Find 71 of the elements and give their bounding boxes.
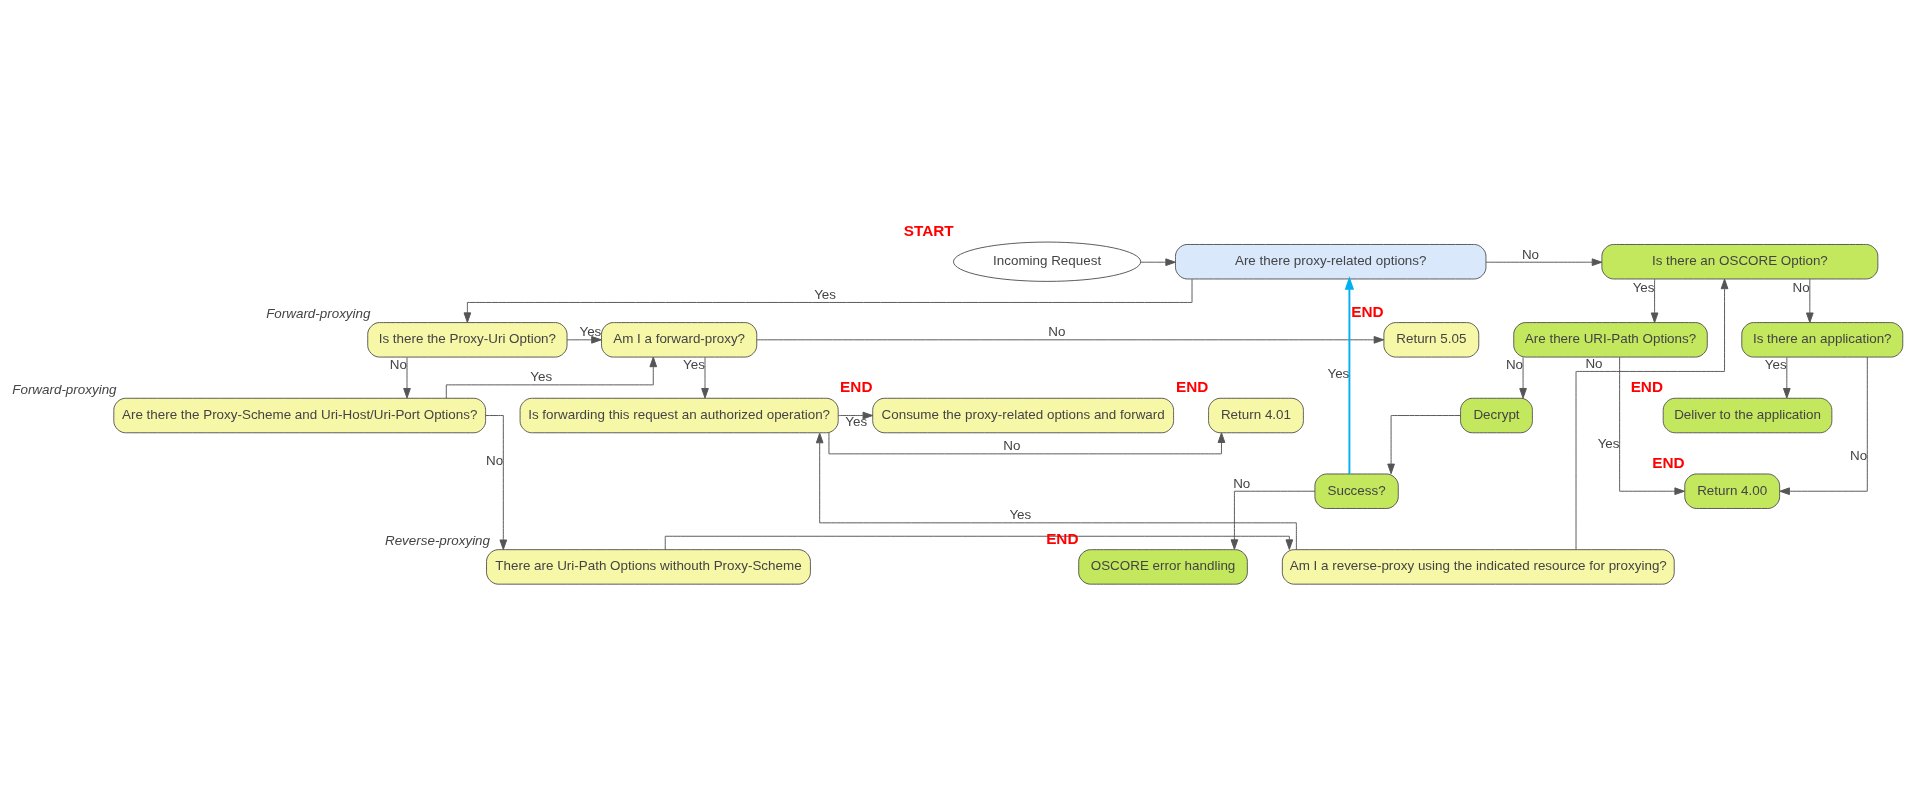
arrow bbox=[1619, 356, 1685, 496]
node-box: Are there URI-Path Options? bbox=[1513, 322, 1708, 358]
arrow bbox=[701, 356, 709, 399]
node-box: Is there an OSCORE Option? bbox=[1601, 244, 1879, 280]
arrow bbox=[756, 336, 1385, 344]
edge-label: Yes bbox=[530, 369, 553, 385]
node-label: END bbox=[1046, 529, 1079, 547]
node-label: END bbox=[840, 378, 873, 396]
arrow bbox=[1783, 356, 1791, 399]
edge-label: Yes bbox=[845, 414, 868, 430]
node-label: END bbox=[1652, 454, 1685, 472]
edge-label: Yes bbox=[1597, 436, 1620, 452]
node-box: Success? bbox=[1314, 473, 1399, 509]
edge-label: No bbox=[1850, 447, 1868, 463]
edge-label: No bbox=[389, 357, 407, 373]
arrow bbox=[828, 432, 1226, 455]
node-box: Return 4.00 bbox=[1684, 473, 1781, 509]
node-box: Return 4.01 bbox=[1208, 397, 1304, 434]
edge-label: Yes bbox=[814, 286, 837, 302]
edge-label: No bbox=[1505, 357, 1524, 373]
node-box: Return 5.05 bbox=[1383, 322, 1480, 358]
node-box: Is there the Proxy-Uri Option? bbox=[367, 322, 568, 358]
edge-label: No bbox=[1521, 246, 1540, 262]
arrow bbox=[1485, 258, 1603, 267]
arrow bbox=[1806, 278, 1814, 324]
node-label: END bbox=[1175, 378, 1209, 396]
arrow bbox=[1575, 278, 1729, 551]
arrow bbox=[1519, 356, 1527, 399]
arrow bbox=[1387, 415, 1461, 475]
node-box: Am I a forward-proxy? bbox=[601, 322, 758, 358]
edge-label: No bbox=[1233, 475, 1251, 491]
node-box: Is forwarding this request an authorized operation? bbox=[519, 397, 839, 434]
arrow bbox=[837, 411, 874, 420]
node-label: END bbox=[1351, 302, 1384, 320]
edge-label: No bbox=[1585, 355, 1603, 371]
arrow bbox=[566, 336, 602, 344]
node-box: Deliver to the application bbox=[1662, 397, 1833, 434]
arrow bbox=[664, 535, 1294, 550]
node-label: START bbox=[903, 222, 954, 240]
edge-label: Yes bbox=[683, 357, 705, 373]
arrow bbox=[815, 432, 1297, 550]
arrow bbox=[1140, 258, 1176, 267]
arrow bbox=[1779, 356, 1868, 496]
node-label: Reverse-proxying bbox=[384, 533, 491, 549]
arrow bbox=[445, 356, 658, 399]
arrow bbox=[1650, 278, 1659, 324]
edge-label: No bbox=[1003, 438, 1021, 454]
edge-label: No bbox=[486, 453, 504, 469]
edge-label: Yes bbox=[1764, 357, 1787, 373]
edge-label: Yes bbox=[1632, 280, 1655, 296]
node-box: Is there an application? bbox=[1741, 322, 1904, 358]
node-box: There are Uri-Path Options withouth Proxy-Scheme bbox=[486, 549, 811, 585]
node-box: Am I a reverse-proxy using the indicated resource for proxying? bbox=[1281, 549, 1675, 585]
node-ellipse: Incoming Request bbox=[953, 241, 1142, 282]
node-box: Consume the proxy-related options and forward bbox=[872, 397, 1175, 434]
node-label: Forward-proxying bbox=[12, 381, 117, 397]
arrow bbox=[1230, 490, 1316, 550]
arrow bbox=[485, 415, 508, 551]
arrow bbox=[463, 278, 1193, 323]
node-box: OSCORE error handling bbox=[1078, 549, 1248, 585]
node-box: Are there proxy-related options? bbox=[1175, 244, 1487, 280]
arrow bbox=[403, 356, 411, 399]
edge-label: No bbox=[1792, 280, 1810, 296]
node-label: Forward-proxying bbox=[266, 305, 371, 321]
node-box: Are there the Proxy-Scheme and Uri-Host/Uri-Port Options? bbox=[113, 397, 487, 434]
node-label: END bbox=[1630, 378, 1664, 396]
arrow bbox=[1344, 276, 1355, 475]
edge-label: Yes bbox=[579, 324, 602, 340]
node-box: Decrypt bbox=[1460, 397, 1533, 434]
edge-label: No bbox=[1048, 324, 1066, 340]
edge-label: Yes bbox=[1009, 507, 1032, 523]
